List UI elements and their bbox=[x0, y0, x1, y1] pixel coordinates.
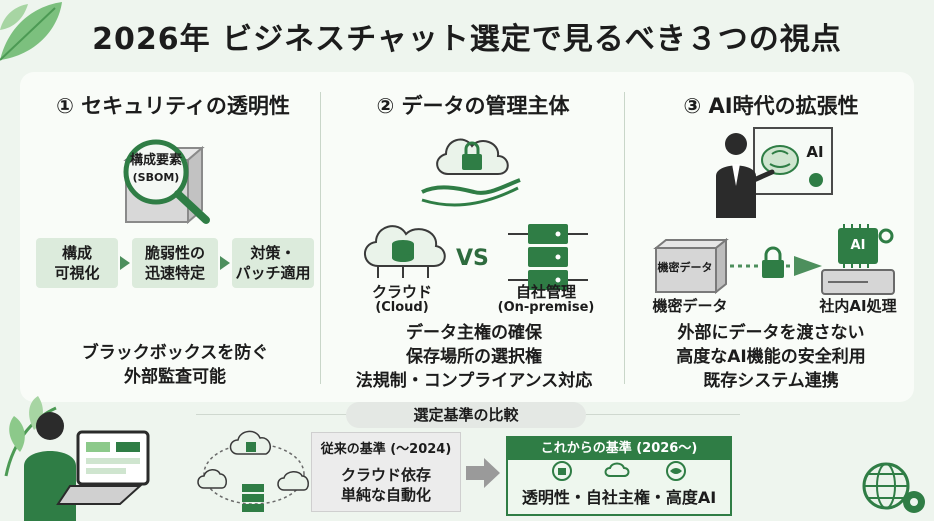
confidential-data-label: 機密データ bbox=[652, 297, 728, 315]
internal-ai-label: 社内AI処理 bbox=[819, 297, 897, 315]
ai-chip-server-icon bbox=[821, 224, 895, 295]
old-criteria-line2: 単純な自動化 bbox=[340, 486, 431, 504]
server-rack-icon bbox=[508, 224, 588, 290]
col3-caption-line2: 高度なAI機能の安全利用 bbox=[676, 347, 866, 367]
col3-caption-line1: 外部にデータを渡さない bbox=[677, 323, 865, 343]
cloud-label: クラウド bbox=[371, 283, 432, 301]
page-title: 2026年 ビジネスチャット選定で見るべき３つの視点 bbox=[92, 22, 842, 57]
globe-gear-icon bbox=[862, 462, 925, 513]
old-criteria-box: 従来の基準 (〜2024) クラウド依存 単純な自動化 bbox=[311, 432, 461, 512]
col3-caption-line3: 既存システム連携 bbox=[703, 371, 839, 391]
old-criteria-line1: クラウド依存 bbox=[340, 466, 431, 484]
compare-title: 選定基準の比較 bbox=[346, 402, 586, 428]
new-criteria-head: これからの基準 (2026〜) bbox=[508, 438, 730, 460]
col3-title: ③ AI時代の拡張性 bbox=[683, 94, 859, 118]
presenter-ai-board-icon bbox=[716, 127, 833, 218]
lock-transfer-arrow-icon bbox=[730, 246, 822, 278]
cloud-network-cluster-icon bbox=[197, 430, 309, 512]
flow-arrow-icon-1 bbox=[120, 256, 130, 270]
flow-arrow-icon-2 bbox=[220, 256, 230, 270]
col1-title: ① セキュリティの透明性 bbox=[56, 94, 290, 118]
hand-cloud-lock-icon bbox=[421, 138, 521, 207]
sbom-label-line2: (SBOM) bbox=[132, 171, 180, 184]
flow-step-identify: 脆弱性の 迅速特定 bbox=[132, 238, 218, 288]
person-tablet-illustration bbox=[4, 396, 150, 521]
flow-step-visualize: 構成 可視化 bbox=[36, 238, 118, 288]
new-criteria-body: 透明性・自社主権・高度AI bbox=[521, 488, 717, 507]
cloud-sublabel: (Cloud) bbox=[375, 300, 429, 315]
ai-chip-label: AI bbox=[850, 238, 866, 253]
flow-step-patch: 対策・ パッチ適用 bbox=[232, 238, 314, 288]
sbom-box-magnifier-icon bbox=[123, 139, 210, 225]
compare-arrow-icon bbox=[466, 458, 500, 488]
data-box-icon bbox=[653, 237, 729, 295]
col1-caption-line2: 外部監査可能 bbox=[124, 367, 226, 387]
col2-caption-line1: データ主権の確保 bbox=[406, 323, 542, 343]
cloud-database-icon bbox=[364, 225, 446, 278]
col2-caption-line2: 保存場所の選択権 bbox=[406, 347, 542, 367]
onprem-label: 自社管理 bbox=[515, 283, 576, 301]
column-divider-2 bbox=[624, 92, 625, 384]
board-label: AI bbox=[806, 143, 824, 161]
leaf-decoration-top-left bbox=[0, 2, 62, 61]
column-divider-1 bbox=[320, 92, 321, 384]
old-criteria-head: 従来の基準 (〜2024) bbox=[320, 442, 452, 457]
col1-caption-line1: ブラックボックスを防ぐ bbox=[81, 343, 269, 363]
onprem-sublabel: (On-premise) bbox=[497, 300, 595, 315]
data-box-label: 機密データ bbox=[657, 261, 713, 274]
col2-caption-line3: 法規制・コンプライアンス対応 bbox=[355, 371, 593, 391]
vs-label: VS bbox=[456, 246, 489, 271]
sbom-label-line1: 構成要素 bbox=[129, 153, 182, 168]
new-criteria-icons bbox=[552, 461, 686, 481]
col2-title: ② データの管理主体 bbox=[376, 94, 570, 118]
